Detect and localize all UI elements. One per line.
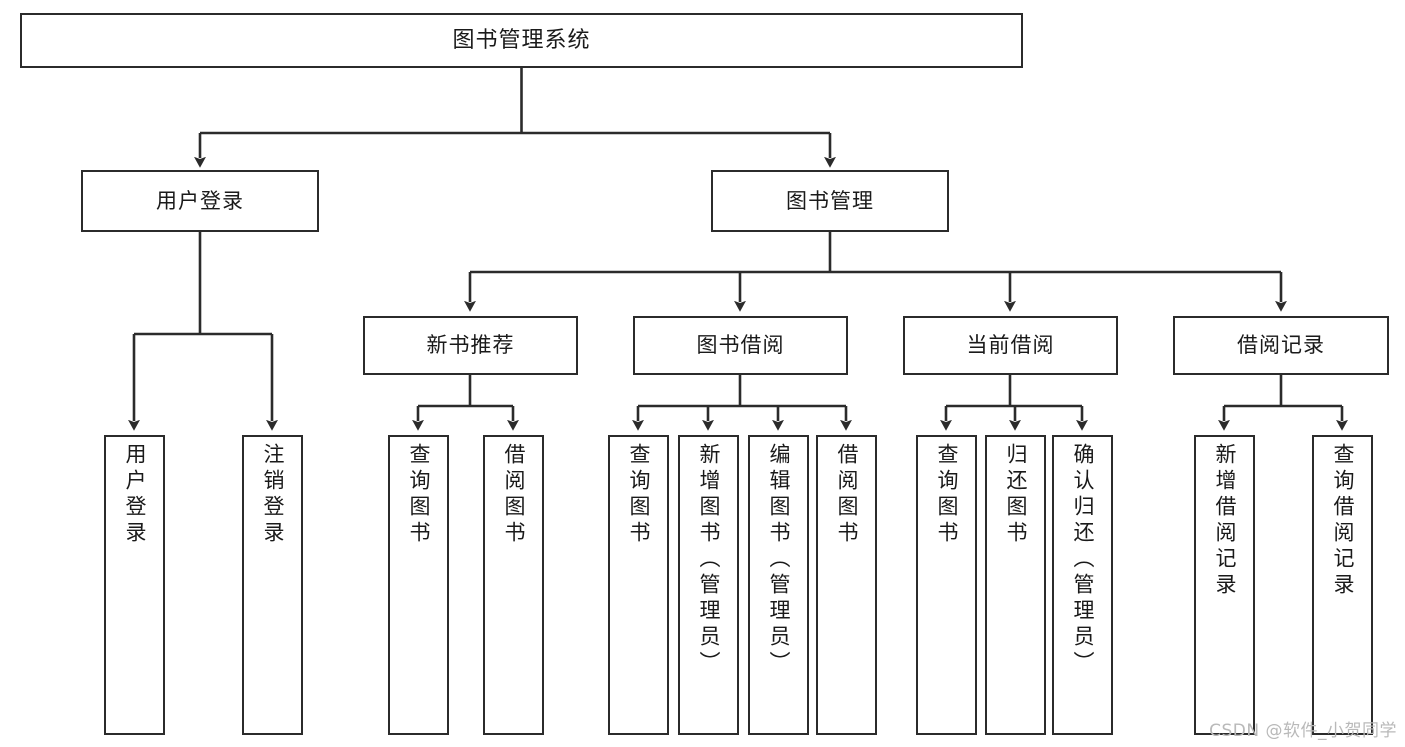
node-label: 当前借阅 bbox=[966, 333, 1055, 358]
node-user-login[interactable]: 用户登录 bbox=[81, 170, 319, 232]
node-leaf-edit-book[interactable]: 编辑图书（管理员） bbox=[748, 435, 809, 735]
node-current-borrow[interactable]: 当前借阅 bbox=[903, 316, 1118, 375]
node-leaf-borrow-book-2[interactable]: 借阅图书 bbox=[816, 435, 877, 735]
node-label: 图书借阅 bbox=[696, 333, 785, 358]
node-label: 图书管理系统 bbox=[452, 27, 591, 53]
node-leaf-add-record[interactable]: 新增借阅记录 bbox=[1194, 435, 1255, 735]
node-label: 查询图书 bbox=[627, 443, 651, 547]
node-label: 查询图书 bbox=[407, 443, 431, 547]
node-label: 借阅图书 bbox=[835, 443, 859, 547]
node-leaf-user-login[interactable]: 用户登录 bbox=[104, 435, 165, 735]
node-label: 用户登录 bbox=[123, 443, 147, 547]
node-leaf-query-book-3[interactable]: 查询图书 bbox=[916, 435, 977, 735]
node-label: 归还图书 bbox=[1004, 443, 1028, 547]
node-leaf-query-book-1[interactable]: 查询图书 bbox=[388, 435, 449, 735]
node-label: 确认归还（管理员） bbox=[1071, 443, 1095, 677]
node-label: 图书管理 bbox=[786, 188, 874, 213]
node-root-system[interactable]: 图书管理系统 bbox=[20, 13, 1023, 68]
node-leaf-confirm-return[interactable]: 确认归还（管理员） bbox=[1052, 435, 1113, 735]
node-book-borrow[interactable]: 图书借阅 bbox=[633, 316, 848, 375]
node-label: 新增借阅记录 bbox=[1213, 443, 1237, 599]
node-label: 新增图书（管理员） bbox=[697, 443, 721, 677]
node-leaf-return-book[interactable]: 归还图书 bbox=[985, 435, 1046, 735]
node-new-book-rec[interactable]: 新书推荐 bbox=[363, 316, 578, 375]
node-leaf-logout[interactable]: 注销登录 bbox=[242, 435, 303, 735]
csdn-watermark: CSDN @软件_小贺同学 bbox=[1209, 721, 1397, 741]
node-label: 借阅图书 bbox=[502, 443, 526, 547]
node-leaf-add-book[interactable]: 新增图书（管理员） bbox=[678, 435, 739, 735]
node-label: 注销登录 bbox=[261, 443, 285, 547]
node-borrow-record[interactable]: 借阅记录 bbox=[1173, 316, 1389, 375]
node-label: 查询借阅记录 bbox=[1331, 443, 1355, 599]
node-label: 查询图书 bbox=[935, 443, 959, 547]
node-leaf-query-book-2[interactable]: 查询图书 bbox=[608, 435, 669, 735]
node-label: 新书推荐 bbox=[426, 333, 515, 358]
node-leaf-borrow-book-1[interactable]: 借阅图书 bbox=[483, 435, 544, 735]
node-label: 用户登录 bbox=[156, 188, 244, 213]
node-leaf-query-record[interactable]: 查询借阅记录 bbox=[1312, 435, 1373, 735]
node-book-manage[interactable]: 图书管理 bbox=[711, 170, 949, 232]
node-label: 编辑图书（管理员） bbox=[767, 443, 791, 677]
node-label: 借阅记录 bbox=[1237, 333, 1325, 358]
